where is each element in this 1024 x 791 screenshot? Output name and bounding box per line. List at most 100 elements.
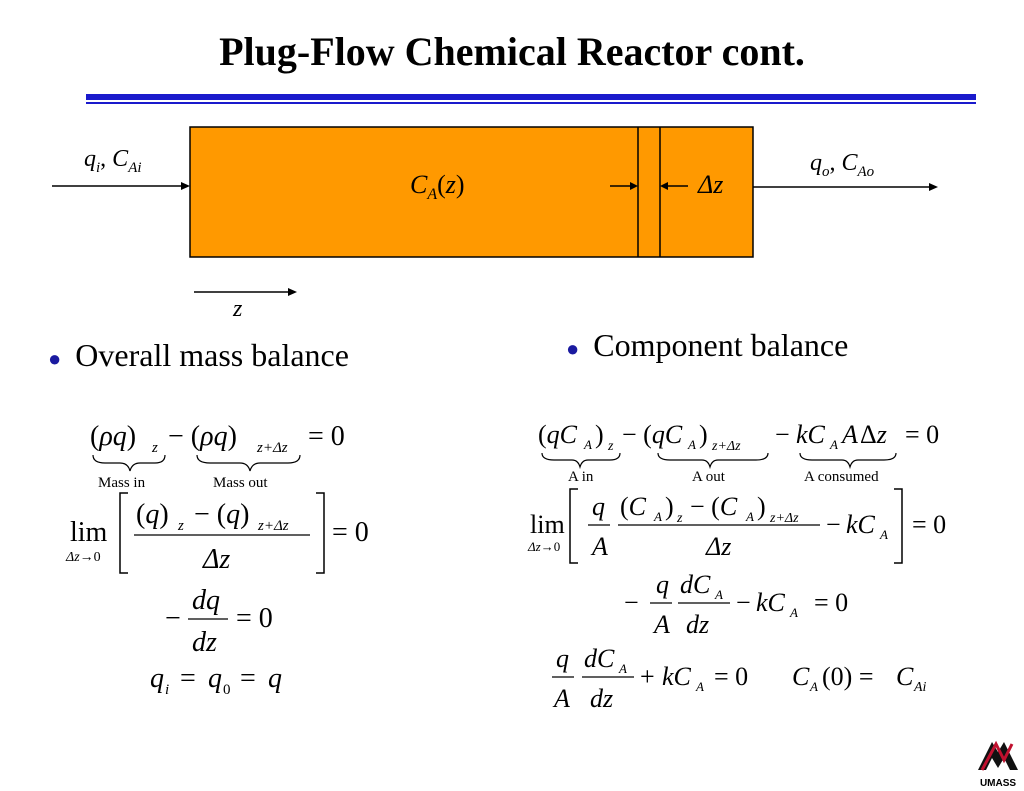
bullet-dot-icon: ●: [48, 346, 62, 371]
svg-text:dz: dz: [590, 684, 613, 713]
outlet-label: qo, CAo: [810, 150, 875, 180]
svg-text:−: −: [624, 588, 639, 617]
svg-text:): ): [665, 492, 674, 521]
svg-text:A: A: [583, 437, 592, 452]
svg-text:(0) =: (0) =: [822, 662, 873, 691]
svg-text:= 0: = 0: [308, 421, 345, 452]
svg-text:A: A: [809, 679, 818, 694]
svg-text:0: 0: [223, 682, 231, 698]
svg-text:kC: kC: [846, 510, 876, 539]
svg-text:Δz: Δz: [202, 544, 230, 575]
svg-text:A: A: [653, 509, 662, 524]
svg-text:): ): [757, 492, 766, 521]
svg-text:− (q): − (q): [194, 499, 249, 530]
svg-text:q: q: [592, 492, 605, 521]
svg-text:(ρq): (ρq): [90, 421, 136, 452]
svg-text:− (C: − (C: [690, 492, 738, 521]
svg-text:(C: (C: [620, 492, 647, 521]
umass-logo: UMASS: [974, 738, 1022, 789]
svg-text:A: A: [745, 509, 754, 524]
svg-text:Ai: Ai: [913, 680, 927, 695]
svg-text:A: A: [714, 587, 723, 602]
svg-text:A: A: [840, 420, 858, 449]
svg-text:z+Δz: z+Δz: [257, 518, 289, 534]
svg-text:kC: kC: [796, 420, 826, 449]
svg-text:lim: lim: [70, 517, 108, 548]
svg-text:= 0: = 0: [814, 588, 848, 617]
svg-text:q: q: [656, 570, 669, 599]
svg-text:dz: dz: [686, 610, 709, 639]
svg-text:= 0: = 0: [905, 420, 939, 449]
svg-text:z+Δz: z+Δz: [711, 439, 741, 454]
svg-text:i: i: [165, 682, 169, 698]
svg-text:Δz: Δz: [860, 420, 887, 449]
delta-z-label: Δz: [698, 170, 724, 199]
svg-text:−: −: [165, 603, 181, 634]
svg-text:−: −: [775, 420, 790, 449]
svg-text:− (ρq): − (ρq): [168, 421, 237, 452]
bullet-dot-icon: ●: [566, 336, 580, 361]
svg-text:A: A: [618, 661, 627, 676]
bullet-overall: ● Overall mass balance: [48, 337, 349, 373]
umass-emblem-icon: [978, 740, 1018, 771]
svg-text:+: +: [640, 662, 655, 691]
svg-text:kC: kC: [662, 662, 692, 691]
underbrace-a-in: A in: [568, 469, 594, 485]
svg-text:Δz: Δz: [705, 532, 731, 561]
svg-text:z: z: [177, 518, 184, 534]
svg-text:Δz→0: Δz→0: [527, 539, 560, 554]
svg-text:A: A: [590, 532, 608, 561]
svg-text:q: q: [268, 663, 282, 694]
title-rule-thin: [86, 102, 976, 104]
svg-text:z: z: [151, 440, 158, 456]
svg-text:z+Δz: z+Δz: [769, 511, 799, 526]
svg-text:A: A: [789, 605, 798, 620]
svg-text:= 0: = 0: [714, 662, 748, 691]
z-axis-label: z: [233, 296, 243, 322]
reactor-body: [189, 126, 754, 258]
svg-text:= 0: = 0: [236, 603, 273, 634]
svg-text:q: q: [556, 644, 569, 673]
svg-text:A: A: [552, 684, 570, 713]
overall-mass-equations: (ρq) z − (ρq) z+Δz = 0 Mass in Mass out …: [65, 421, 369, 698]
underbrace-a-consumed: A consumed: [804, 469, 879, 485]
inlet-label: qi, CAi: [84, 146, 142, 176]
svg-text:A: A: [652, 610, 670, 639]
svg-text:=: =: [240, 663, 256, 694]
svg-text:− (qC: − (qC: [622, 420, 683, 449]
svg-text:q: q: [150, 663, 164, 694]
svg-text:z+Δz: z+Δz: [256, 440, 288, 456]
svg-text:Δz→0: Δz→0: [65, 550, 101, 565]
svg-text:dz: dz: [192, 627, 217, 658]
underbrace-mass-in: Mass in: [98, 475, 146, 491]
svg-text:−: −: [736, 588, 751, 617]
component-balance-equations: (qC A ) z − (qC A ) z+Δz − kC A A Δz = 0…: [527, 420, 946, 713]
svg-text:kC: kC: [756, 588, 786, 617]
concentration-label: CA(z): [410, 170, 465, 204]
svg-text:): ): [699, 420, 708, 449]
reactor-diagram: [52, 126, 938, 296]
svg-text:z: z: [676, 511, 683, 526]
svg-text:=: =: [180, 663, 196, 694]
svg-text:dC: dC: [584, 644, 615, 673]
bullet-component: ● Component balance: [566, 327, 849, 363]
svg-text:): ): [595, 420, 604, 449]
svg-text:C: C: [896, 662, 914, 691]
svg-text:C: C: [792, 662, 810, 691]
underbrace-mass-out: Mass out: [213, 475, 268, 491]
svg-text:A: A: [829, 437, 838, 452]
svg-text:dC: dC: [680, 570, 711, 599]
svg-text:= 0: = 0: [912, 510, 946, 539]
svg-text:z: z: [607, 439, 614, 454]
svg-text:A: A: [879, 527, 888, 542]
svg-text:= 0: = 0: [332, 517, 369, 548]
svg-text:q: q: [208, 663, 222, 694]
svg-text:dq: dq: [192, 585, 220, 616]
title-rule-thick: [86, 94, 976, 100]
underbrace-a-out: A out: [692, 469, 726, 485]
svg-text:A: A: [687, 437, 696, 452]
slide-title: Plug-Flow Chemical Reactor cont.: [219, 29, 805, 74]
svg-text:−: −: [826, 510, 841, 539]
svg-text:A: A: [695, 679, 704, 694]
svg-text:lim: lim: [530, 510, 565, 539]
